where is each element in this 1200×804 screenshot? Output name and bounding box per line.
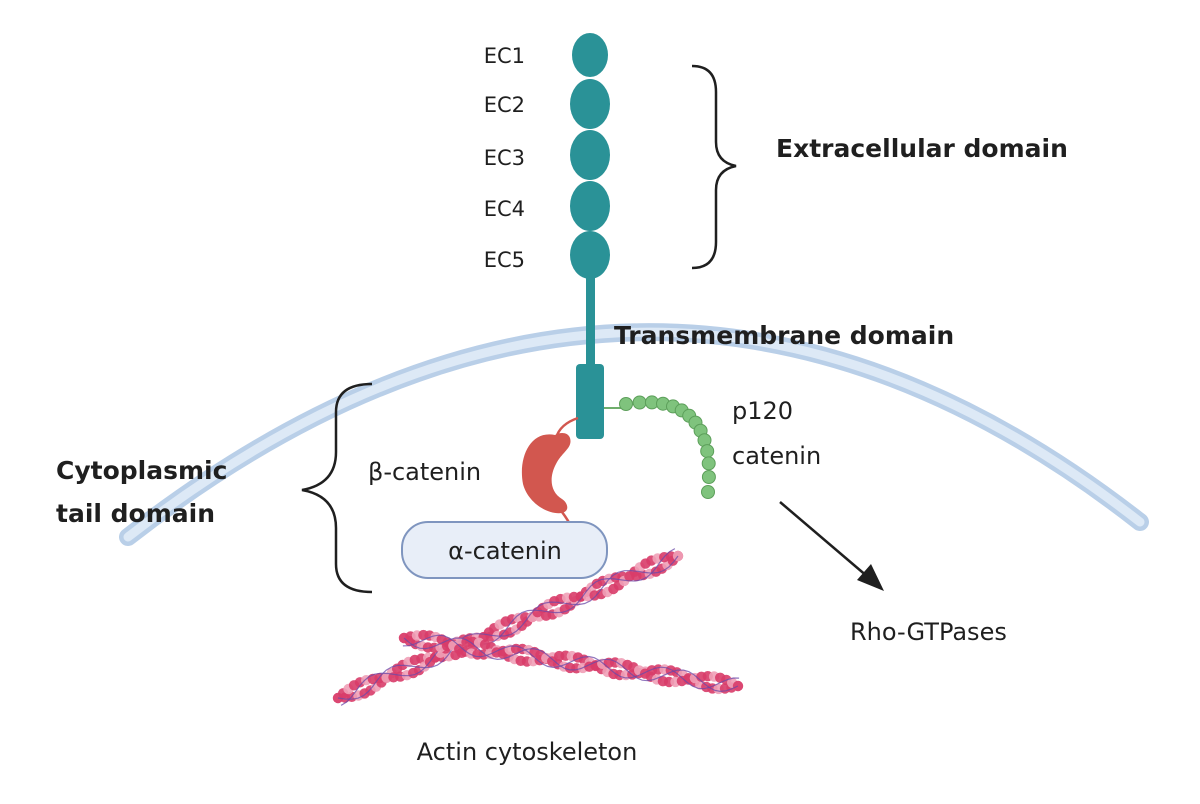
extracellular-domain-label: Extracellular domain [776,134,1068,163]
cell-membrane [119,323,1149,546]
transmembrane-domain-label: Transmembrane domain [614,321,954,350]
alpha-catenin-label: α-catenin [448,537,562,565]
alpha-catenin-shape [401,521,608,579]
ec4-label: EC4 [484,197,525,221]
ec5-domain [570,231,610,279]
actin-filament-a [332,548,684,706]
ec2-label: EC2 [484,93,525,117]
beta-catenin [521,416,579,529]
alpha-catenin: α-catenin [401,521,608,579]
p120-bead [700,444,715,459]
ec3-label: EC3 [484,146,525,170]
ec4-domain [570,181,610,231]
ec2-domain [570,79,610,129]
actin-cytoskeleton-label: Actin cytoskeleton [417,738,638,766]
cytoplasmic-label-line1: Cytoplasmic [56,456,227,485]
p120-bead [701,470,716,484]
ec1-label: EC1 [484,44,525,68]
actin-filament-b [398,629,744,695]
cadherin-stalk [586,260,595,375]
cytoplasmic-tail [576,364,604,439]
cytoplasmic-label-line2: tail domain [56,499,215,528]
p120-bead [701,485,715,499]
p120-bead [619,397,633,411]
cadherin [570,33,610,439]
actin-strand [337,555,679,700]
ec3-domain [570,130,610,180]
actin-cytoskeleton [332,548,744,706]
ec5-label: EC5 [484,248,525,272]
p120-bead [701,456,716,471]
extracellular-brace [691,64,737,270]
actin-strand [403,637,739,693]
beta-catenin-label: β-catenin [368,458,481,486]
beta-catenin-shape [521,433,571,514]
rho-gtpases-label: Rho-GTPases [850,618,1007,646]
p120-bead [632,395,647,410]
p120-label-line1: p120 [732,397,793,425]
p120-catenin [604,395,716,499]
ec1-domain [572,33,608,77]
actin-strand [340,548,676,706]
actin-strand [402,634,740,690]
rho-arrow [779,501,884,591]
cytoplasmic-brace [301,382,373,594]
p120-label-line2: catenin [732,442,821,470]
